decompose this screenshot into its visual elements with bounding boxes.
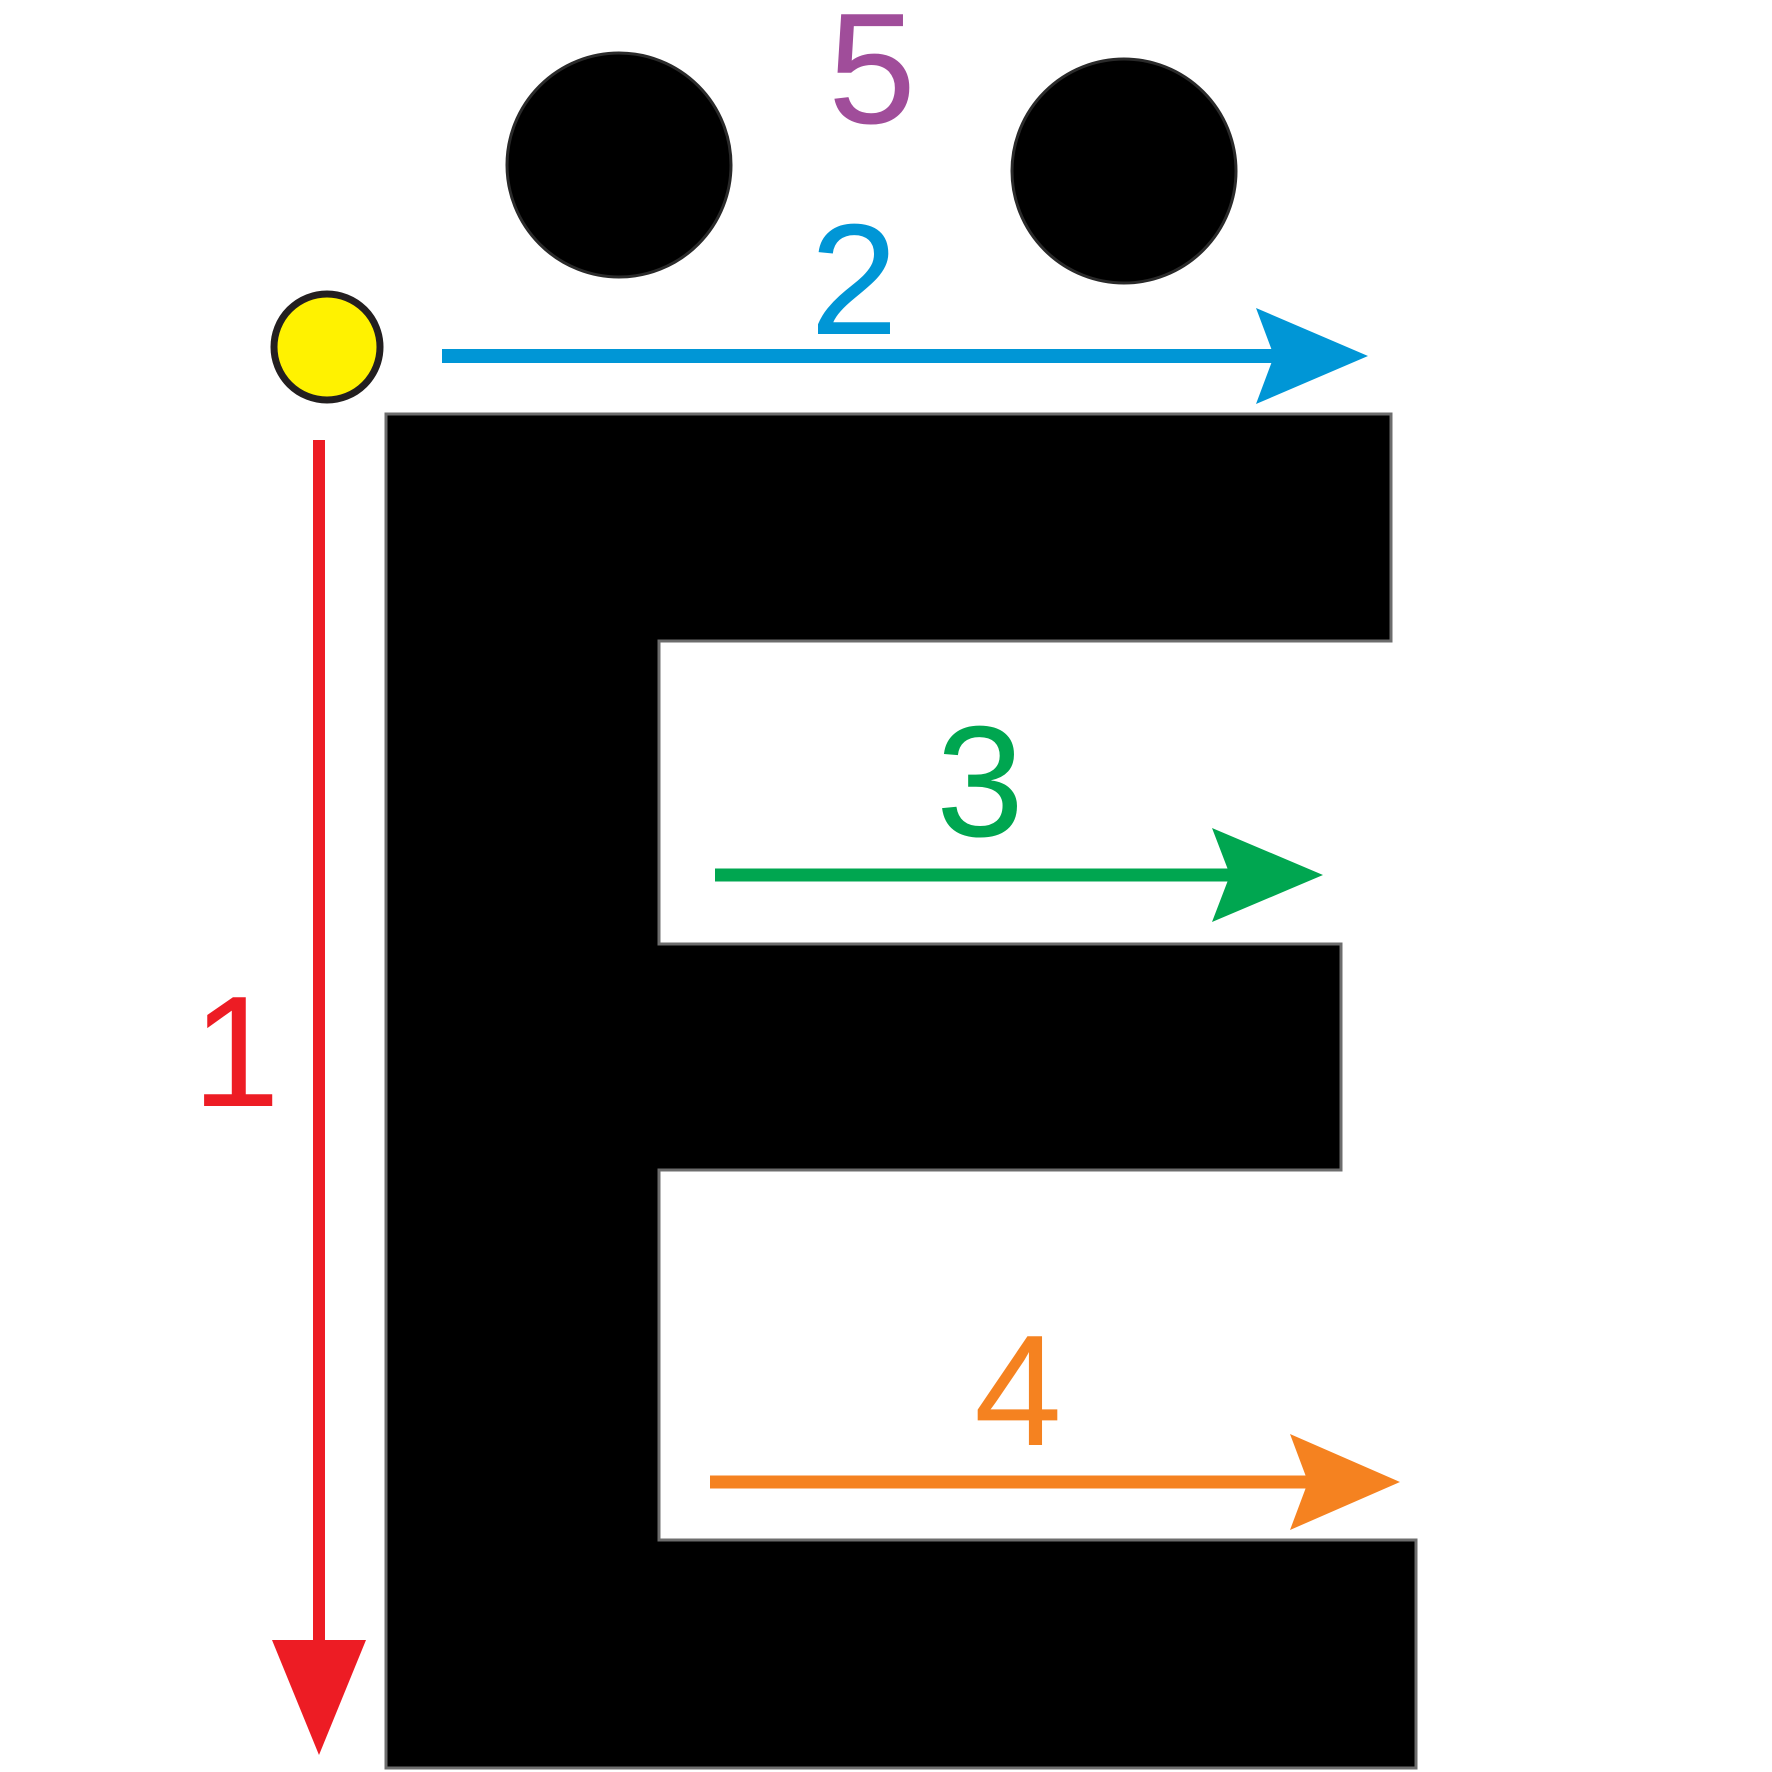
step-2-label: 2 bbox=[810, 192, 898, 368]
step-1-label: 1 bbox=[192, 964, 280, 1140]
start-point-icon bbox=[270, 290, 384, 404]
stroke-3-arrow bbox=[715, 828, 1323, 922]
letter-e-shape bbox=[384, 412, 1418, 1770]
stroke-2-arrow bbox=[442, 308, 1368, 404]
stroke-4-arrow bbox=[710, 1434, 1400, 1530]
dot-icon bbox=[505, 51, 733, 279]
step-5-label: 5 bbox=[828, 0, 916, 157]
stroke-1-arrow bbox=[272, 440, 366, 1755]
dot-icon bbox=[1010, 57, 1238, 285]
step-4-label: 4 bbox=[974, 1303, 1062, 1479]
step-3-label: 3 bbox=[936, 694, 1024, 870]
